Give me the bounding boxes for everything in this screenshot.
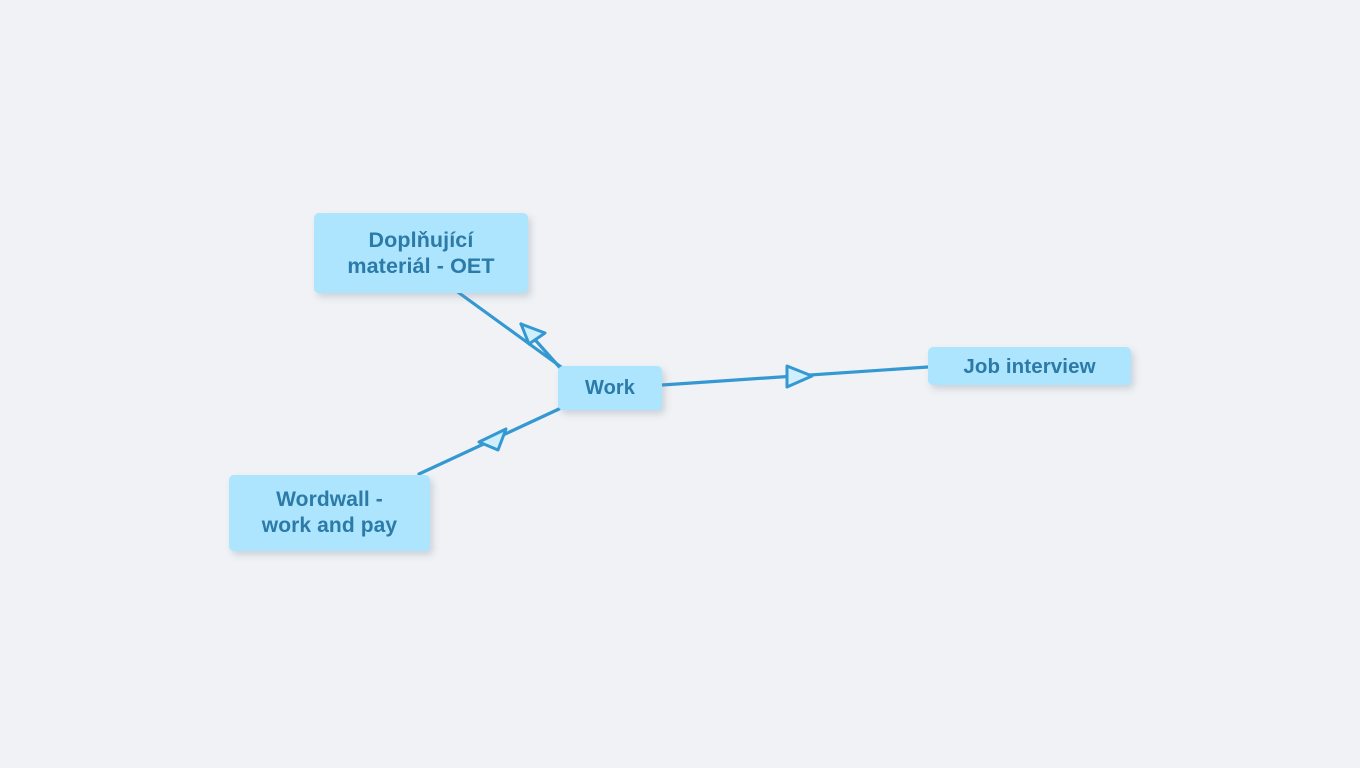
arrowhead-work-to-doplnujici: [519, 322, 547, 346]
edge-line-work-to-doplnujici: [519, 322, 564, 372]
node-job-interview[interactable]: Job interview: [928, 347, 1131, 385]
edge-work-to-wordwall: [417, 407, 561, 476]
edge-work-to-jobinterview: [660, 364, 930, 389]
node-label: Work: [584, 376, 636, 399]
edge-line-work-to-doplnujici-main: [453, 288, 570, 374]
edge-line-work-to-wordwall: [417, 407, 561, 476]
edge-work-to-doplnujici: [453, 288, 570, 374]
arrowhead-work-to-wordwall: [477, 427, 508, 452]
edge-line-work-to-jobinterview: [660, 365, 930, 387]
arrowhead-work-to-jobinterview: [785, 364, 814, 389]
node-label: Job interview: [963, 354, 1096, 378]
node-wordwall-work-and-pay[interactable]: Wordwall - work and pay: [229, 475, 430, 551]
node-doplnujici-material-oet[interactable]: Doplňující materiál - OET: [314, 213, 528, 293]
node-label: Wordwall - work and pay: [261, 488, 398, 537]
node-work[interactable]: Work: [558, 366, 662, 410]
node-label: Doplňující materiál - OET: [347, 227, 495, 278]
